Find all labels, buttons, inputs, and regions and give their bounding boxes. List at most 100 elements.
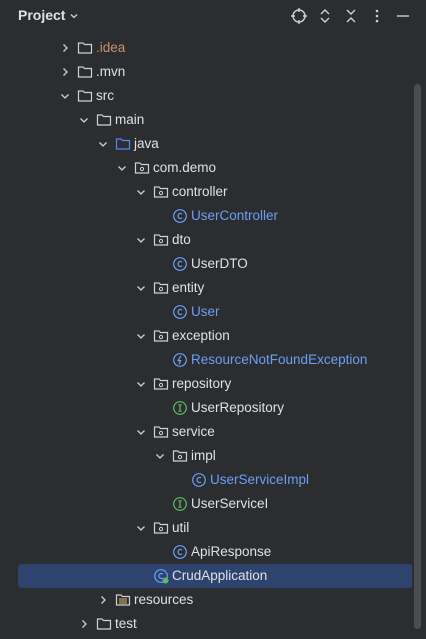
source-folder-icon [115,138,131,150]
class-icon [173,305,187,319]
tree-item-resources[interactable]: resources [0,588,426,612]
tree-item-label: dto [172,232,191,247]
tree-item-user-repository[interactable]: UserRepository [0,396,426,420]
tree-item-mvn[interactable]: .mvn [0,60,426,84]
tree-item-label: UserServiceImpl [210,472,310,487]
folder-icon [77,42,93,54]
tree-item-user-controller[interactable]: UserController [0,204,426,228]
package-icon [153,522,169,534]
tree-item-label: main [115,112,145,127]
resources-folder-icon [115,594,131,606]
tree-item-impl[interactable]: impl [0,444,426,468]
class-icon [173,257,187,271]
tree-item-dto[interactable]: dto [0,228,426,252]
tree-item-service[interactable]: service [0,420,426,444]
package-icon [134,162,150,174]
tree-item-label: UserDTO [191,256,248,271]
tree-item-label: ApiResponse [191,544,272,559]
tree-item-crud-application[interactable]: CrudApplication [18,564,412,588]
chevron-down-icon[interactable] [136,427,146,437]
tree-item-label: User [191,304,220,319]
tree-item-label: controller [172,184,228,199]
tree-item-label: entity [172,280,205,295]
chevron-down-icon[interactable] [136,379,146,389]
interface-icon [173,497,187,511]
tree-item-user-dto[interactable]: UserDTO [0,252,426,276]
folder-icon [77,66,93,78]
collapse-all-icon[interactable] [342,7,360,25]
class-icon [192,473,206,487]
chevron-down-icon[interactable] [136,187,146,197]
tree-item-entity[interactable]: entity [0,276,426,300]
chevron-down-icon[interactable] [136,283,146,293]
tree-item-com-demo[interactable]: com.demo [0,156,426,180]
tree-item-label: CrudApplication [172,568,268,583]
tree-item-label: util [172,520,190,535]
tree-item-src[interactable]: src [0,84,426,108]
tree-item-label: UserRepository [191,400,285,415]
expand-all-icon[interactable] [316,7,334,25]
tree-item-user-service-impl[interactable]: UserServiceImpl [0,468,426,492]
chevron-right-icon[interactable] [98,595,108,605]
tree-item-label: src [96,88,114,103]
tree-item-label: java [134,136,159,151]
chevron-down-icon[interactable] [60,91,70,101]
tree-item-label: test [115,616,137,631]
project-tree: .idea .mvn src main java com.demo contro… [0,36,426,639]
tree-item-test[interactable]: test [0,612,426,636]
more-options-icon[interactable] [368,7,386,25]
project-tool-window-header: Project [0,0,426,32]
chevron-down-icon[interactable] [79,115,89,125]
tree-item-label: exception [172,328,230,343]
tree-item-label: .mvn [96,64,126,79]
spring-boot-class-icon [154,569,169,584]
chevron-right-icon[interactable] [79,619,89,629]
tree-item-idea[interactable]: .idea [0,36,426,60]
exception-class-icon [173,353,187,367]
tree-item-util[interactable]: util [0,516,426,540]
tree-item-label: .idea [96,40,126,55]
tree-item-label: resources [134,592,194,607]
tree-item-label: com.demo [153,160,217,175]
chevron-down-icon[interactable] [136,235,146,245]
target-icon[interactable] [290,7,308,25]
tree-item-label: UserController [191,208,279,223]
chevron-down-icon[interactable] [69,11,79,21]
tree-item-user-service-i[interactable]: UserServiceI [0,492,426,516]
minimize-icon[interactable] [394,7,412,25]
chevron-down-icon[interactable] [117,163,127,173]
tree-item-label: repository [172,376,232,391]
package-icon [153,282,169,294]
tree-item-repository[interactable]: repository [0,372,426,396]
interface-icon [173,401,187,415]
vertical-scrollbar[interactable] [414,84,421,629]
tree-item-label: impl [191,448,216,463]
tree-item-label: UserServiceI [191,496,269,511]
chevron-down-icon[interactable] [136,331,146,341]
folder-icon [96,618,112,630]
folder-icon [77,90,93,102]
chevron-down-icon[interactable] [136,523,146,533]
tree-item-main[interactable]: main [0,108,426,132]
package-icon [153,186,169,198]
package-icon [153,234,169,246]
tree-item-resource-not-found-exception[interactable]: ResourceNotFoundException [0,348,426,372]
tree-item-controller[interactable]: controller [0,180,426,204]
tree-item-label: ResourceNotFoundException [191,352,368,367]
class-icon [173,209,187,223]
package-icon [153,378,169,390]
chevron-down-icon[interactable] [155,451,165,461]
package-icon [153,426,169,438]
chevron-right-icon[interactable] [60,43,70,53]
tree-item-label: service [172,424,215,439]
tree-item-exception[interactable]: exception [0,324,426,348]
package-icon [153,330,169,342]
class-icon [173,545,187,559]
tree-item-java[interactable]: java [0,132,426,156]
tree-item-user[interactable]: User [0,300,426,324]
chevron-down-icon[interactable] [98,139,108,149]
project-view-title[interactable]: Project [18,7,66,23]
chevron-right-icon[interactable] [60,67,70,77]
tree-item-api-response[interactable]: ApiResponse [0,540,426,564]
package-icon [172,450,188,462]
